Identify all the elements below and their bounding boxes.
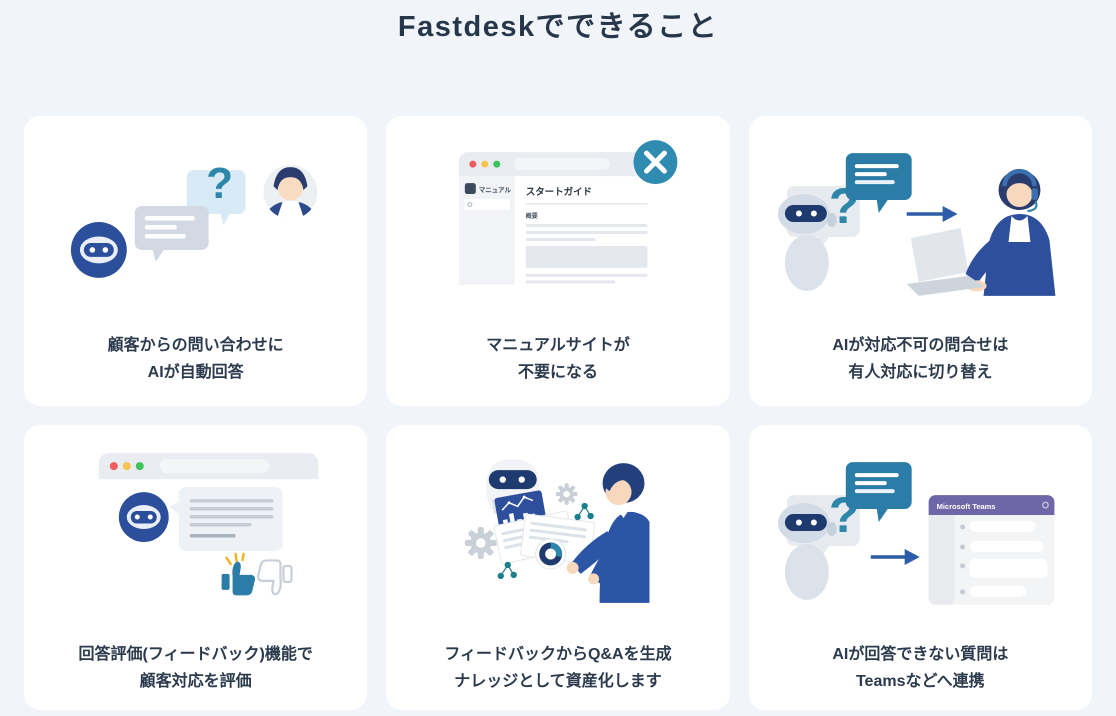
card-caption: AIが対応不可の問合せは 有人対応に切り替え [749, 332, 1092, 386]
card-caption: フィードバックからQ&Aを生成 ナレッジとして資産化します [386, 641, 729, 695]
laptop-base [906, 275, 985, 296]
illustration-svg: ? [70, 159, 318, 278]
caption-line-2: ナレッジとして資産化します [454, 673, 662, 691]
feature-cards-grid: ? [24, 116, 1092, 710]
illustration-svg: マニュアル スタートガイド 概要 [459, 140, 678, 285]
address-bar [514, 158, 610, 171]
traffic-light-yellow [481, 160, 489, 168]
arrow-right-icon [906, 206, 958, 223]
caption-line-2: 顧客対応を評価 [139, 673, 252, 691]
caption-line-2: 有人対応に切り替え [848, 364, 993, 382]
ai-bot-icon [70, 222, 127, 278]
gear-icon [1041, 501, 1049, 509]
molecule-icon [497, 561, 518, 580]
molecule-icon [574, 502, 595, 521]
chat-bubble-teal [845, 153, 912, 214]
support-agent [906, 168, 1056, 296]
laptop-screen [910, 227, 969, 282]
card-ai-auto-reply: ? [24, 116, 368, 406]
caption-line-2: AIが自動回答 [147, 364, 244, 382]
doc-section-label: 概要 [526, 212, 538, 220]
arrow-right-icon [870, 548, 920, 565]
card-caption: マニュアルサイトが 不要になる [386, 332, 729, 386]
user-avatar [263, 165, 318, 220]
card-knowledge-generation: フィードバックからQ&Aを生成 ナレッジとして資産化します [386, 425, 730, 710]
card-caption: AIが回答できない質問は Teamsなどへ連携 [749, 641, 1092, 695]
sparkle-lines [225, 552, 245, 566]
sidebar-label: マニュアル [479, 186, 512, 194]
teams-window: Microsoft Teams [928, 495, 1055, 605]
card-caption: 回答評価(フィードバック)機能で 顧客対応を評価 [24, 641, 367, 695]
robot [777, 503, 837, 600]
traffic-light-yellow [122, 462, 131, 471]
thumbs-up-icon [221, 561, 256, 596]
caption-line-1: マニュアルサイトが [486, 337, 630, 354]
business-person [566, 463, 650, 603]
illustration-teams: ? Microsoft Teams [749, 437, 1092, 629]
illustration-manual-site: マニュアル スタートガイド 概要 [386, 128, 729, 320]
teams-window-title: Microsoft Teams [936, 502, 995, 511]
search-icon [467, 202, 473, 208]
answer-bubble [169, 487, 283, 551]
donut-chart [535, 538, 567, 570]
traffic-light-green [135, 462, 144, 471]
caption-line-1: 顧客からの問い合わせに [107, 337, 284, 354]
headset-earcup [1031, 188, 1038, 201]
caption-line-2: 不要になる [517, 364, 598, 382]
caption-line-1: フィードバックからQ&Aを生成 [444, 646, 672, 663]
question-mark-icon: ? [206, 159, 233, 208]
illustration-svg: ? Microsoft Teams [777, 462, 1055, 605]
illustration-knowledge [386, 437, 729, 629]
illustration-svg [465, 459, 650, 603]
card-teams-escalation: ? Microsoft Teams [748, 425, 1092, 710]
traffic-light-red [109, 462, 118, 471]
gear-icon [556, 483, 578, 505]
illustration-human-handoff: ? [749, 128, 1092, 320]
address-bar [159, 459, 270, 474]
headset-mic [1026, 200, 1038, 213]
close-icon [633, 140, 678, 185]
card-caption: 顧客からの問い合わせに AIが自動回答 [24, 332, 367, 386]
teams-message-list [959, 521, 1048, 597]
page-title: Fastdeskでできること [397, 11, 719, 43]
caption-line-1: 回答評価(フィードバック)機能で [78, 646, 313, 663]
illustration-svg: ? [777, 153, 1056, 296]
ai-bot-icon [118, 492, 169, 542]
card-feedback-rating: 回答評価(フィードバック)機能で 顧客対応を評価 [24, 425, 368, 710]
search-input [464, 199, 511, 211]
caption-line-1: AIが対応不可の問合せは [832, 337, 1009, 354]
card-human-handoff: ? [748, 116, 1092, 406]
manual-logo-icon [465, 183, 477, 195]
caption-line-1: AIが回答できない質問は [832, 646, 1009, 663]
chat-bubble-teal [845, 462, 912, 523]
browser-sidebar [459, 176, 516, 285]
illustration-svg [98, 453, 319, 603]
caption-line-2: Teamsなどへ連携 [855, 673, 985, 691]
teams-sidebar [928, 515, 955, 605]
headset-band [1001, 168, 1037, 187]
card-manual-site: マニュアル スタートガイド 概要 [386, 116, 730, 406]
illustration-ai-auto-reply: ? [24, 128, 367, 320]
thumbs-down-icon [256, 559, 293, 596]
gear-icon [465, 527, 498, 559]
illustration-feedback [24, 437, 367, 629]
doc-title: スタートガイド [526, 186, 592, 198]
message-bubble [134, 206, 209, 262]
browser-window: マニュアル スタートガイド 概要 [459, 152, 659, 285]
traffic-light-green [493, 160, 501, 168]
robot [777, 194, 837, 291]
traffic-light-red [469, 160, 477, 168]
